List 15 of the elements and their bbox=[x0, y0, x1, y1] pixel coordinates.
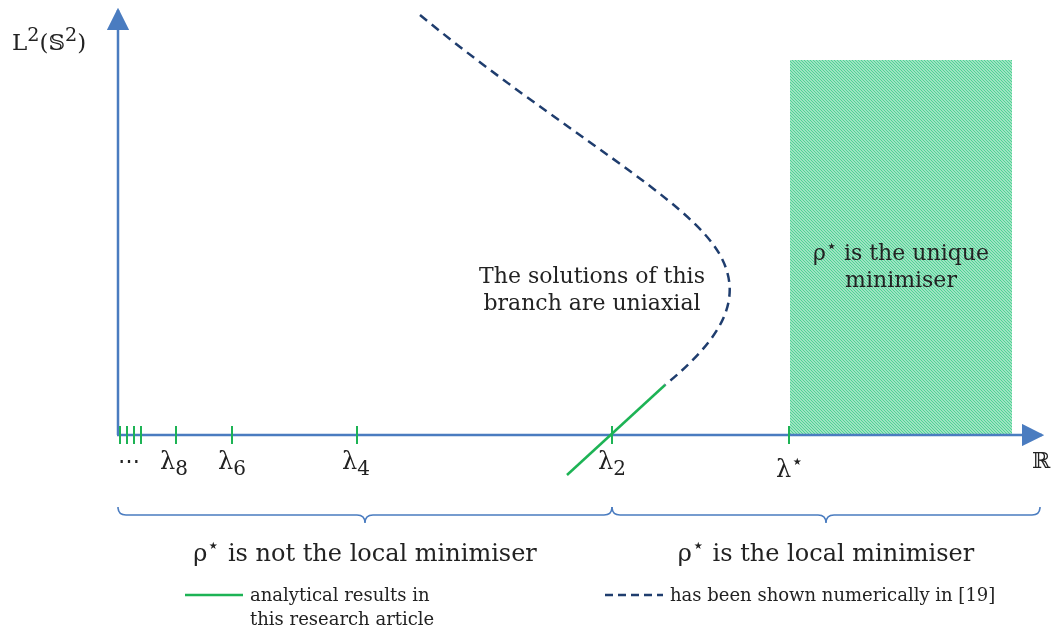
tick-label: λ$_{4}$ bbox=[342, 448, 370, 481]
tick-label: λ$_{8}$ bbox=[160, 448, 188, 481]
tick-label: λ$_{2}$ bbox=[598, 448, 626, 481]
region-label: ρ$^{⋆}$ is the unique minimiser bbox=[812, 234, 990, 294]
interval-label: ρ$^{⋆}$ is not the local minimiser bbox=[192, 532, 538, 566]
axis-label: ℝ bbox=[1032, 448, 1051, 474]
annotation-text: The solutions of this branch are uniaxial bbox=[478, 262, 706, 316]
axis-label: L$^{2}$(𝕊$^{2}$) bbox=[12, 22, 87, 55]
ellipsis-text: ⋯ bbox=[118, 448, 140, 474]
interval-label: ρ$^{⋆}$ is the local minimiser bbox=[676, 532, 976, 566]
tick-label: λ$^{⋆}$ bbox=[776, 448, 805, 482]
legend-text: has been shown numerically in [19] bbox=[670, 583, 996, 607]
shaded-region bbox=[790, 60, 1012, 435]
legend-text: analytical results in this research article bbox=[250, 583, 436, 631]
tick-label: λ$_{6}$ bbox=[218, 448, 246, 481]
